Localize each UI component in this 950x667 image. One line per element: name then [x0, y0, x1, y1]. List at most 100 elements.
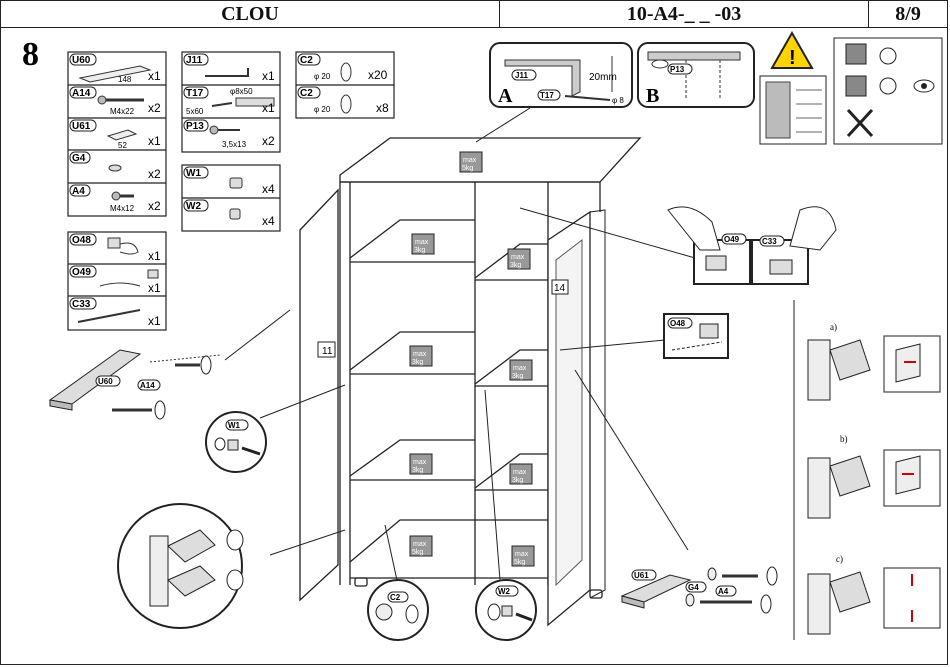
svg-text:A14: A14	[140, 381, 155, 390]
svg-text:O48: O48	[72, 235, 91, 246]
svg-text:T17: T17	[186, 88, 204, 99]
detail-c33: C33	[751, 206, 837, 285]
svg-text:x1: x1	[148, 281, 161, 295]
weight-icon-top: max 5kg	[459, 151, 483, 173]
part-w1: W1 x4	[183, 166, 275, 196]
svg-text:x2: x2	[148, 101, 161, 115]
svg-text:x1: x1	[148, 134, 161, 148]
detail-a: 20mm φ 8 J11 T17 A	[489, 42, 633, 108]
svg-text:O49: O49	[72, 267, 91, 278]
svg-text:W1: W1	[228, 421, 241, 430]
svg-text:A14: A14	[72, 88, 91, 99]
svg-text:148: 148	[118, 75, 132, 84]
svg-text:20mm: 20mm	[589, 72, 617, 83]
svg-text:J11: J11	[515, 71, 528, 80]
svg-text:φ8x50: φ8x50	[230, 87, 253, 96]
svg-text:x1: x1	[148, 249, 161, 263]
svg-text:x4: x4	[262, 182, 275, 196]
svg-text:3,5x13: 3,5x13	[222, 140, 247, 149]
svg-text:U60: U60	[72, 55, 91, 66]
weight-icon-shelf: max 3kg	[409, 453, 433, 475]
svg-text:C2: C2	[390, 593, 401, 602]
callout-w2: W2	[475, 579, 537, 641]
svg-text:3kg: 3kg	[412, 359, 423, 366]
svg-text:max: max	[511, 254, 525, 261]
cabinet-body	[339, 137, 642, 599]
wall-icon	[759, 75, 827, 145]
svg-text:M4x12: M4x12	[110, 204, 135, 213]
rail-u61: U61 G4 A4	[620, 566, 778, 614]
svg-text:max: max	[413, 351, 427, 358]
svg-text:C2: C2	[300, 88, 313, 99]
svg-text:O49: O49	[724, 235, 740, 244]
svg-text:3kg: 3kg	[412, 467, 423, 474]
svg-text:5kg: 5kg	[514, 559, 525, 566]
weight-icon-shelf: max 3kg	[507, 248, 531, 270]
svg-text:x1: x1	[262, 101, 275, 115]
hinge-step-a: a)	[807, 322, 941, 401]
panel-label-left: 11	[322, 346, 333, 357]
svg-text:φ 20: φ 20	[314, 72, 331, 81]
svg-text:3kg: 3kg	[512, 477, 523, 484]
svg-text:x1: x1	[262, 69, 275, 83]
weight-icon-bottom: max 5kg	[409, 535, 433, 557]
part-g4: G4 x2	[69, 151, 161, 181]
weight-icon-shelf: max 3kg	[509, 463, 533, 485]
svg-text:a): a)	[830, 322, 837, 332]
part-a14: A14 M4x22 x2	[69, 86, 161, 116]
svg-text:max: max	[413, 541, 427, 548]
svg-text:x8: x8	[376, 101, 389, 115]
svg-text:x1: x1	[148, 69, 161, 83]
part-c2-b: C2 φ 20 x8	[297, 86, 389, 115]
part-p13: P13 3,5x13 x2	[183, 119, 275, 149]
svg-text:3kg: 3kg	[414, 247, 425, 254]
detail-o49: O49	[667, 206, 751, 285]
svg-text:T17: T17	[540, 91, 554, 100]
hinge-step-c: c)	[807, 554, 941, 635]
callout-w1: W1	[205, 411, 267, 473]
svg-text:U61: U61	[72, 121, 91, 132]
svg-text:x20: x20	[368, 68, 388, 82]
part-u61: U61 52 x1	[69, 119, 161, 150]
svg-text:U61: U61	[634, 571, 649, 580]
part-c33: C33 x1	[69, 297, 161, 328]
svg-text:U60: U60	[98, 377, 113, 386]
svg-text:φ 8: φ 8	[612, 96, 624, 105]
part-t17: T17 φ8x50 5x60 x1	[183, 86, 275, 116]
svg-text:A4: A4	[72, 186, 85, 197]
parts-table-left	[67, 51, 167, 331]
svg-text:C2: C2	[300, 55, 313, 66]
svg-text:φ 20: φ 20	[314, 105, 331, 114]
parts-table-middle	[181, 51, 281, 232]
svg-text:!: !	[789, 47, 796, 69]
connector-lines	[224, 107, 696, 586]
svg-text:W1: W1	[186, 168, 201, 179]
wall-check-icon	[833, 37, 943, 145]
svg-text:C33: C33	[72, 299, 91, 310]
svg-text:max: max	[415, 239, 429, 246]
svg-text:W2: W2	[498, 587, 511, 596]
svg-text:P13: P13	[186, 121, 204, 132]
weight-icon-shelf: max 3kg	[411, 233, 435, 255]
callout-c2: C2	[367, 579, 429, 641]
svg-text:3kg: 3kg	[510, 262, 521, 269]
parts-table-right	[295, 51, 395, 119]
weight-icon-shelf: max 3kg	[409, 345, 433, 367]
svg-text:G4: G4	[72, 153, 86, 164]
weight-icon-shelf: max 3kg	[509, 359, 533, 381]
svg-text:5kg: 5kg	[462, 165, 473, 172]
svg-text:max: max	[513, 469, 527, 476]
svg-text:max: max	[515, 551, 529, 558]
product-name: CLOU	[1, 1, 500, 27]
svg-text:x4: x4	[262, 214, 275, 228]
svg-text:W2: W2	[186, 201, 201, 212]
svg-text:A4: A4	[718, 587, 729, 596]
right-glass-door: 14	[547, 209, 606, 627]
svg-text:B: B	[646, 85, 659, 107]
part-o49: O49 x1	[69, 265, 161, 295]
warning-triangle-icon: !	[770, 30, 814, 69]
rail-u60: U60 A14	[48, 349, 221, 420]
svg-text:5x60: 5x60	[186, 107, 204, 116]
svg-text:52: 52	[118, 141, 127, 150]
